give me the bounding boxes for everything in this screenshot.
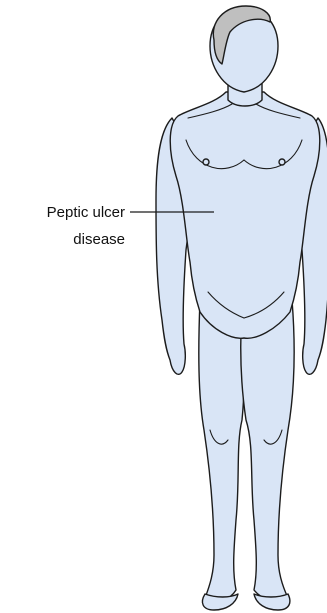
- nipple-left: [203, 159, 209, 165]
- torso: [170, 92, 320, 338]
- annotation-label-line1: Peptic ulcer: [47, 204, 125, 221]
- left-foot: [202, 594, 238, 610]
- right-leg: [241, 300, 294, 601]
- annotation-label-line2: disease: [73, 231, 125, 248]
- right-foot: [254, 594, 290, 610]
- left-leg: [199, 300, 244, 601]
- nipple-right: [279, 159, 285, 165]
- human-body-figure: [156, 6, 327, 610]
